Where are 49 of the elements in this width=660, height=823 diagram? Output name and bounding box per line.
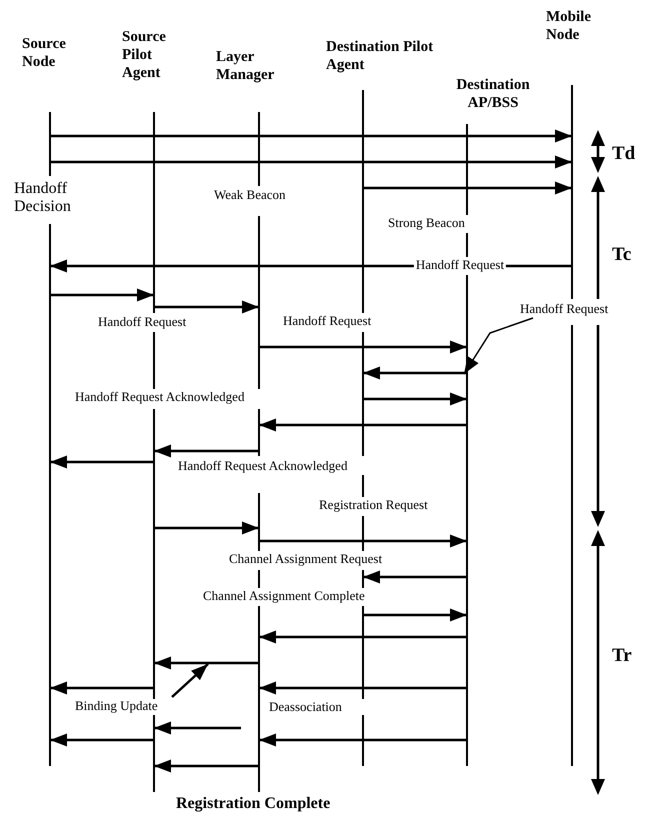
- message-label: Handoff Decision: [14, 180, 72, 217]
- message-arrow: [50, 156, 572, 168]
- message-arrow: [154, 444, 259, 458]
- message-label: Handoff Request Acknowledged: [75, 390, 244, 405]
- participant-name: Destination AP/BSS: [455, 76, 531, 112]
- participant-name: Source Node: [22, 35, 67, 71]
- message-arrow: [363, 392, 467, 406]
- edge-label: Handoff Request: [414, 257, 506, 273]
- message-arrow: [50, 682, 154, 694]
- message-label: Channel Assignment Request: [229, 552, 382, 567]
- duration-label: Tr: [612, 645, 632, 667]
- participant-name: Destination Pilot Agent: [326, 38, 434, 74]
- duration-label: Td: [612, 143, 636, 165]
- message-arrow: [154, 522, 259, 534]
- message-arrow: [50, 456, 154, 468]
- participant-name: Mobile Node: [546, 8, 592, 44]
- message-arrow: [259, 534, 467, 548]
- message-arrow: [259, 418, 467, 432]
- message-label: Handoff Request Acknowledged: [178, 459, 348, 474]
- duration-label: Tc: [612, 244, 632, 266]
- message-arrow: [50, 288, 154, 302]
- participant-name: Layer Manager: [216, 48, 276, 84]
- message-label: Strong Beacon: [388, 216, 465, 231]
- message-label: Deassociation: [269, 700, 342, 715]
- message-arrow: [259, 682, 467, 694]
- message-arrow: [154, 300, 259, 314]
- message-arrow: [50, 734, 154, 746]
- message-arrow: [259, 340, 467, 354]
- message-arrow: [259, 734, 467, 746]
- message-label: Handoff Request: [98, 315, 186, 330]
- message-label: Channel Assignment Complete: [203, 589, 365, 604]
- message-arrow: [363, 608, 467, 622]
- message-arrow: [154, 722, 241, 734]
- message-label: Handoff Request: [283, 314, 372, 329]
- message-arrow: [363, 182, 572, 194]
- message-arrow: [363, 570, 467, 584]
- leader-arrow: [171, 663, 209, 698]
- message-arrow: [154, 760, 259, 772]
- message-label: Handoff Request: [520, 301, 608, 317]
- message-label: Binding Update: [75, 698, 158, 714]
- leader-arrow: [463, 317, 534, 374]
- message-label: Registration Complete: [176, 795, 330, 814]
- participant-name: Source Pilot Agent: [122, 28, 167, 82]
- message-label: Weak Beacon: [214, 188, 286, 203]
- message-arrow: [259, 630, 467, 644]
- message-arrow: [154, 656, 259, 670]
- message-label: Registration Request: [319, 498, 428, 513]
- message-arrow: [363, 366, 467, 380]
- message-arrow: [50, 130, 572, 142]
